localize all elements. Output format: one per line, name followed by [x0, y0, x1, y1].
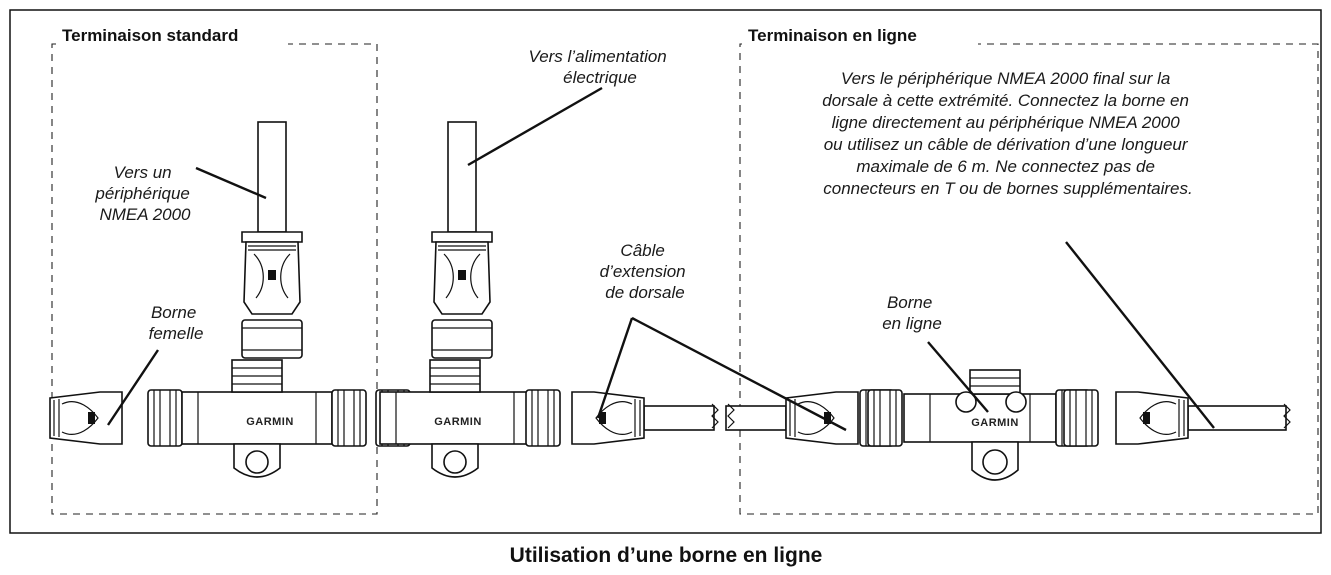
inline-termination-title: Terminaison en ligne	[748, 26, 917, 45]
leader-lines	[107, 86, 1215, 432]
diagram-frame	[9, 9, 1322, 534]
final-device-note: Vers le périphérique NMEA 2000 final sur…	[822, 69, 1193, 198]
figure-caption: Utilisation d’une borne en ligne	[510, 544, 823, 567]
garmin-logo-1: GARMIN	[246, 416, 294, 428]
backbone-extension-label: Câble d’extension de dorsale	[600, 241, 691, 302]
inline-to-device-plug	[1115, 391, 1189, 445]
female-terminator-label: Borne femelle	[149, 303, 204, 343]
standard-termination-title: Terminaison standard	[62, 26, 238, 45]
t-connector-1: GARMIN	[147, 121, 367, 478]
backbone-extension-plug-left	[571, 391, 645, 445]
standard-termination-box: Terminaison standard	[51, 24, 378, 515]
garmin-logo-2: GARMIN	[434, 416, 482, 428]
inline-terminator: GARMIN	[859, 369, 1099, 481]
t-connector-2: GARMIN	[375, 121, 561, 478]
inline-termination-box: Terminaison en ligne	[739, 24, 1319, 515]
female-terminator	[49, 391, 123, 445]
power-label: Vers l’alimentation électrique	[528, 47, 671, 87]
inline-terminator-label: Borne en ligne	[882, 293, 942, 333]
backbone-cable	[643, 403, 1291, 431]
garmin-logo-3: GARMIN	[971, 417, 1019, 429]
device-label: Vers un périphérique NMEA 2000	[94, 163, 194, 224]
